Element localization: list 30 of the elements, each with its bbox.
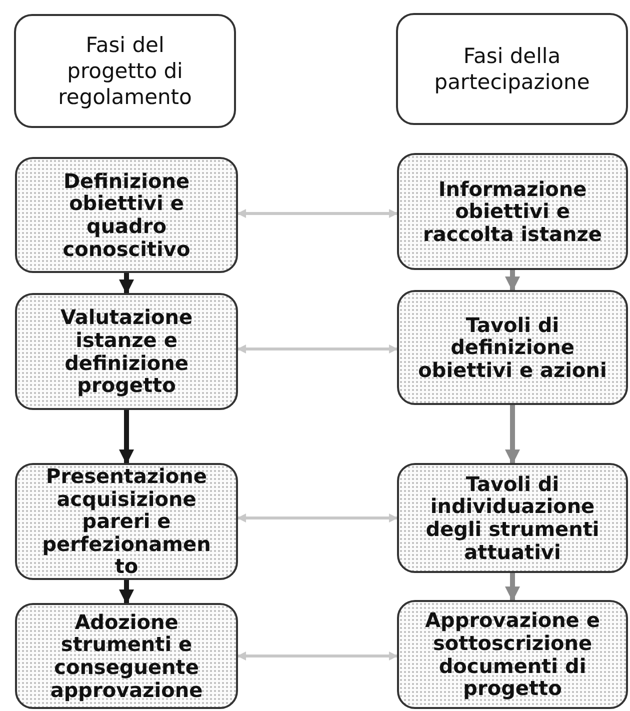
arrow xyxy=(237,514,398,522)
phase-box xyxy=(15,463,238,580)
column-header-box xyxy=(14,14,236,128)
phase-box xyxy=(397,290,628,405)
phase-box xyxy=(15,603,238,709)
arrow xyxy=(119,410,134,464)
arrow xyxy=(505,405,520,464)
column-heading: Fasi del progetto di regolamento xyxy=(58,32,192,110)
phase-label: Valutazione istanze e definizione progetto xyxy=(59,306,194,397)
phase-label: Presentazione acquisizione pareri e perfezionamen to xyxy=(41,465,212,578)
column-header-box xyxy=(396,13,628,125)
phase-box xyxy=(15,293,238,410)
arrow xyxy=(237,209,398,218)
phase-box xyxy=(397,600,628,709)
arrow xyxy=(505,573,520,602)
phase-label: Tavoli di definizione obiettivi e azioni xyxy=(417,314,608,382)
phase-box xyxy=(397,153,628,270)
arrow xyxy=(119,580,134,604)
phase-label: Approvazione e sottoscrizione documenti di progetto xyxy=(424,609,601,700)
phase-label: Tavoli di individuazione degli strumenti attuativi xyxy=(424,472,600,564)
arrow xyxy=(505,270,520,292)
phase-box xyxy=(397,463,628,573)
phase-label: Informazione obiettivi e raccolta istanze xyxy=(422,178,603,246)
column-heading: Fasi della partecipazione xyxy=(433,42,591,96)
phase-label: Adozione strumenti e conseguente approvazione xyxy=(49,610,204,702)
phase-box xyxy=(15,157,238,273)
arrow xyxy=(237,344,398,354)
arrow xyxy=(119,273,134,294)
arrow xyxy=(237,652,398,660)
phase-label: Definizione obiettivi e quadro conoscitivo xyxy=(62,170,192,260)
